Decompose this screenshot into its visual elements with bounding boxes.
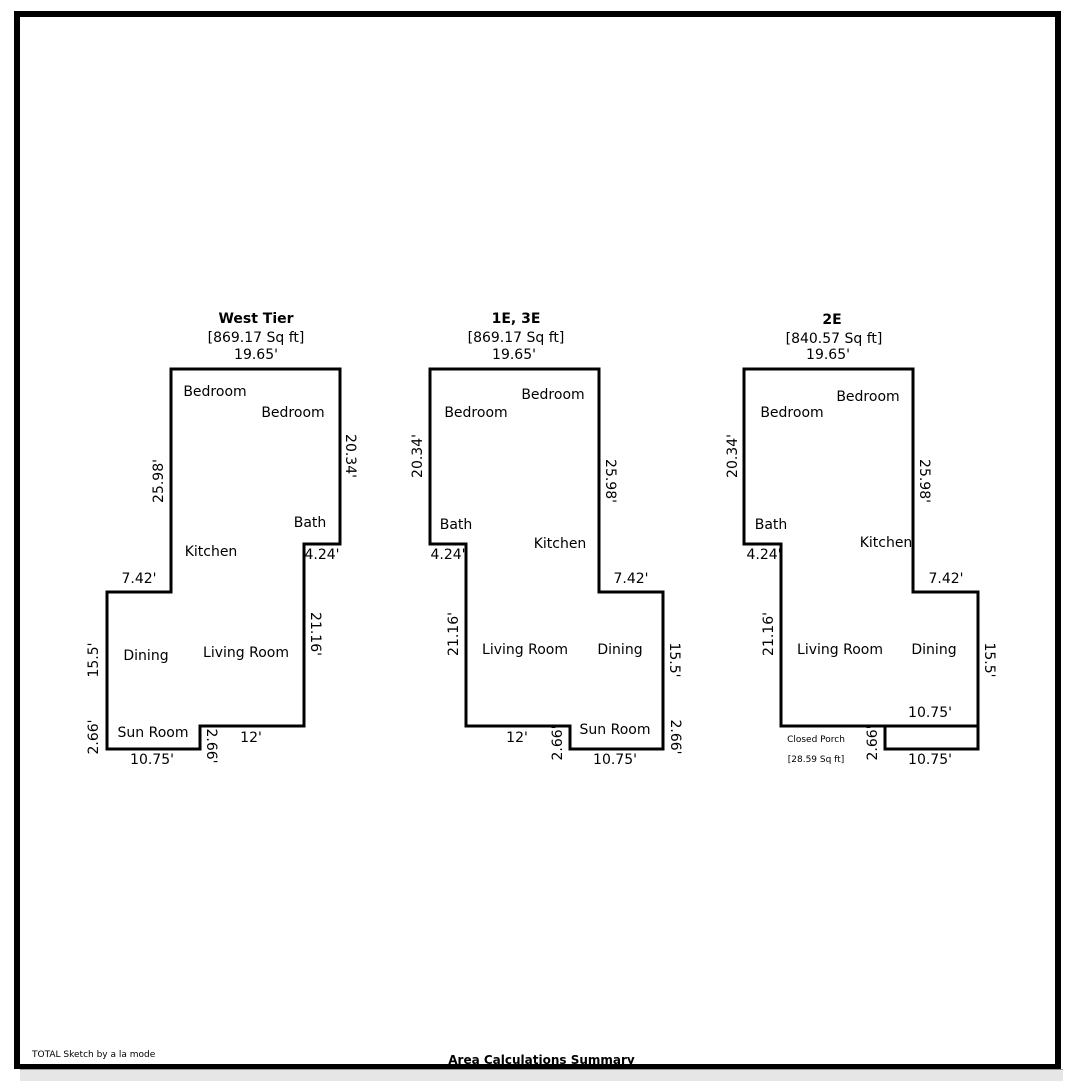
dimension-label: 4.24' <box>746 547 781 563</box>
room-label: Dining <box>911 642 956 658</box>
page-border <box>14 11 1061 1069</box>
room-label: Dining <box>597 642 642 658</box>
room-label: Bedroom <box>261 405 324 421</box>
sketch-title: 1E, 3E <box>492 311 541 327</box>
dimension-label: 2.66' <box>203 728 219 763</box>
porch-area: [28.59 Sq ft] <box>788 755 844 765</box>
room-label: Bath <box>294 515 327 531</box>
software-credit: TOTAL Sketch by a la mode <box>32 1050 156 1060</box>
room-label: Kitchen <box>860 535 913 551</box>
dimension-label: 12' <box>240 730 262 746</box>
room-label: Bedroom <box>183 384 246 400</box>
dimension-label: 10.75' <box>130 752 174 768</box>
sketch-title: 2E <box>822 312 841 328</box>
dimension-label: 25.98' <box>916 459 932 503</box>
room-label: Dining <box>123 648 168 664</box>
sketch-outline <box>428 367 665 751</box>
dimension-label: 20.34' <box>725 434 741 478</box>
dimension-label: 7.42' <box>928 571 963 587</box>
sketch-2e: 2E [840.57 Sq ft] Bedroom Bedroom Bath K… <box>725 312 997 768</box>
room-label: Bath <box>440 517 473 533</box>
dimension-label: 10.75' <box>908 752 952 768</box>
room-label: Bedroom <box>521 387 584 403</box>
room-label: Bedroom <box>444 405 507 421</box>
sketch-outline <box>105 367 342 751</box>
dimension-label: 19.65' <box>806 347 850 363</box>
dimension-label: 7.42' <box>613 571 648 587</box>
dimension-label: 4.24' <box>430 547 465 563</box>
room-label: Kitchen <box>534 536 587 552</box>
room-label: Bedroom <box>836 389 899 405</box>
room-label: Living Room <box>797 642 883 658</box>
sketch-area: [869.17 Sq ft] <box>208 330 305 346</box>
dimension-label: 4.24' <box>304 547 339 563</box>
room-label: Living Room <box>203 645 289 661</box>
dimension-label: 15.5' <box>981 642 997 677</box>
dimension-label: 25.98' <box>151 459 167 503</box>
dimension-label: 21.16' <box>307 612 323 656</box>
sketch-area: [869.17 Sq ft] <box>468 330 565 346</box>
room-label: Bedroom <box>760 405 823 421</box>
dimension-label: 2.66' <box>667 719 683 754</box>
dimension-label: 15.5' <box>666 642 682 677</box>
dimension-label: 21.16' <box>446 612 462 656</box>
dimension-label: 25.98' <box>602 459 618 503</box>
dimension-label: 12' <box>506 730 528 746</box>
sketch-area: [840.57 Sq ft] <box>786 331 883 347</box>
sketch-west-tier: West Tier [869.17 Sq ft] Bedroom Bedroom… <box>86 311 358 768</box>
bottom-strip <box>20 1069 1063 1081</box>
room-label: Living Room <box>482 642 568 658</box>
dimension-label: 7.42' <box>121 571 156 587</box>
porch-label: Closed Porch <box>787 735 845 745</box>
dimension-label: 15.5' <box>86 642 102 677</box>
dimension-label: 10.75' <box>593 752 637 768</box>
dimension-label: 10.75' <box>908 705 952 721</box>
dimension-label: 2.66' <box>550 725 566 760</box>
dimension-label: 21.16' <box>761 612 777 656</box>
room-label: Sun Room <box>118 725 189 741</box>
room-label: Kitchen <box>185 544 238 560</box>
room-label: Sun Room <box>580 722 651 738</box>
dimension-label: 19.65' <box>234 347 278 363</box>
dimension-label: 20.34' <box>410 434 426 478</box>
area-summary-title: Area Calculations Summary <box>448 1053 635 1067</box>
dimension-label: 20.34' <box>342 434 358 478</box>
room-label: Bath <box>755 517 788 533</box>
dimension-label: 2.66' <box>865 725 881 760</box>
closed-porch-outline <box>883 724 980 751</box>
dimension-label: 2.66' <box>86 719 102 754</box>
dimension-label: 19.65' <box>492 347 536 363</box>
sketch-1e-3e: 1E, 3E [869.17 Sq ft] Bedroom Bedroom Ba… <box>410 311 683 768</box>
sketch-title: West Tier <box>218 311 293 327</box>
